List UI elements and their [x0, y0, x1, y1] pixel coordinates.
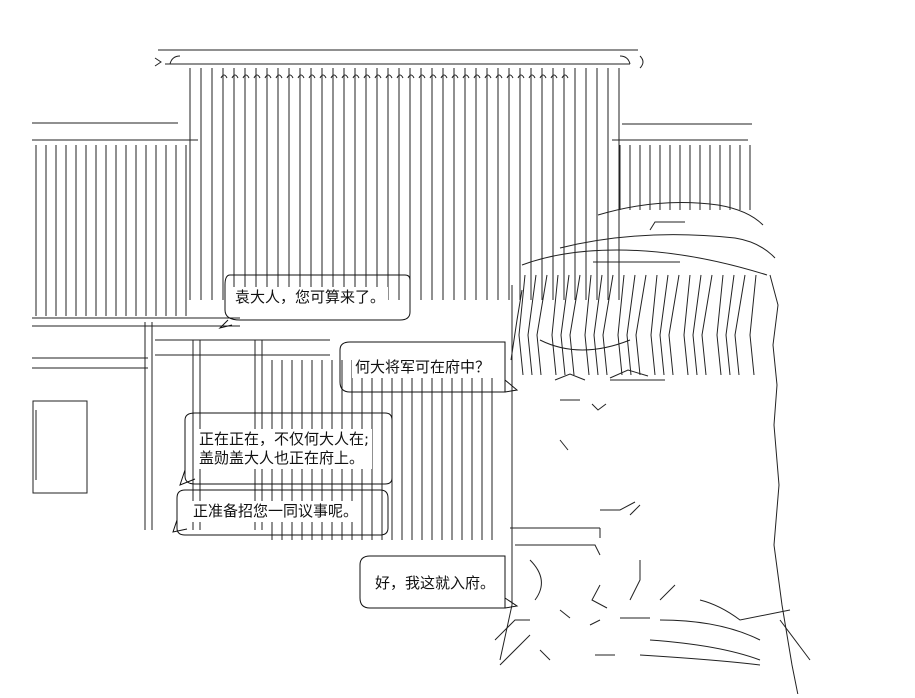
bubble-4: [176, 489, 389, 536]
art-stroke: [330, 74, 338, 79]
art-stroke: [517, 74, 525, 79]
dialogue-line-5: 好，我这就入府。: [375, 574, 496, 592]
bubble-2: [339, 341, 506, 393]
art-stroke: [495, 74, 503, 79]
character-figure: [494, 202, 811, 698]
art-stroke: [550, 74, 558, 79]
art-stroke: [659, 274, 669, 376]
art-stroke: [518, 274, 526, 376]
art-stroke: [418, 74, 426, 79]
art-stroke: [749, 274, 757, 376]
art-stroke: [716, 274, 724, 376]
art-stroke: [385, 74, 393, 79]
dialogue-line-3b: 盖勋盖大人也正在府上。: [199, 449, 365, 467]
art-stroke: [683, 274, 691, 376]
art-stroke: [440, 74, 448, 79]
right-wall: [612, 123, 752, 210]
art-stroke: [617, 274, 625, 376]
art-stroke: [506, 74, 514, 79]
art-stroke: [701, 274, 713, 376]
art-stroke: [374, 74, 382, 79]
art-stroke: [363, 74, 371, 79]
art-stroke: [253, 74, 261, 79]
art-stroke: [569, 274, 581, 376]
bubble-3-text: 正在正在，不仅何大人在; 盖勋盖大人也正在府上。: [196, 429, 373, 469]
art-stroke: [668, 274, 680, 376]
art-stroke: [561, 74, 569, 79]
bubble-5-text: 好，我这就入府。: [372, 573, 499, 594]
art-stroke: [407, 74, 415, 79]
art-stroke: [429, 74, 437, 79]
bubble-2-text: 何大将军可在府中？: [352, 357, 494, 378]
art-stroke: [220, 74, 228, 79]
art-stroke: [319, 74, 327, 79]
art-stroke: [593, 274, 603, 376]
art-stroke: [539, 74, 547, 79]
art-stroke: [275, 74, 283, 79]
gate-roof: [154, 49, 644, 69]
art-stroke: [527, 274, 537, 376]
dialogue-line-3a: 正在正在，不仅何大人在;: [199, 430, 370, 448]
art-stroke: [484, 74, 492, 79]
gate-slats: [189, 68, 620, 300]
gate-lower: [144, 322, 493, 540]
art-stroke: [242, 74, 250, 79]
art-stroke: [528, 74, 536, 79]
art-stroke: [584, 274, 592, 376]
art-stroke: [650, 274, 658, 376]
art-stroke: [396, 74, 404, 79]
art-stroke: [231, 74, 239, 79]
bubble-3: [184, 412, 393, 485]
art-stroke: [297, 74, 305, 79]
left-wall: [32, 122, 240, 494]
bubble-1-text: 袁大人，您可算来了。: [232, 287, 389, 308]
art-stroke: [308, 74, 316, 79]
art-stroke: [462, 74, 470, 79]
art-stroke: [725, 274, 735, 376]
dialogue-line-2: 何大将军可在府中？: [355, 358, 491, 376]
art-stroke: [626, 274, 636, 376]
dialogue-line-1: 袁大人，您可算来了。: [235, 288, 386, 306]
art-stroke: [286, 74, 294, 79]
bubble-4-text: 正准备招您一同议事呢。: [190, 501, 362, 522]
art-stroke: [264, 74, 272, 79]
bubble-5: [359, 555, 506, 609]
art-stroke: [473, 74, 481, 79]
art-stroke: [341, 74, 349, 79]
art-stroke: [451, 74, 459, 79]
speech-bubbles: [172, 274, 519, 609]
art-stroke: [551, 274, 559, 376]
bubble-1: [224, 274, 411, 321]
art-stroke: [536, 274, 548, 376]
art-stroke: [352, 74, 360, 79]
dialogue-line-4: 正准备招您一同议事呢。: [193, 502, 359, 520]
art-stroke: [560, 274, 570, 376]
art-stroke: [602, 274, 614, 376]
art-stroke: [692, 274, 702, 376]
art-stroke: [635, 274, 647, 376]
art-stroke: [734, 274, 746, 376]
